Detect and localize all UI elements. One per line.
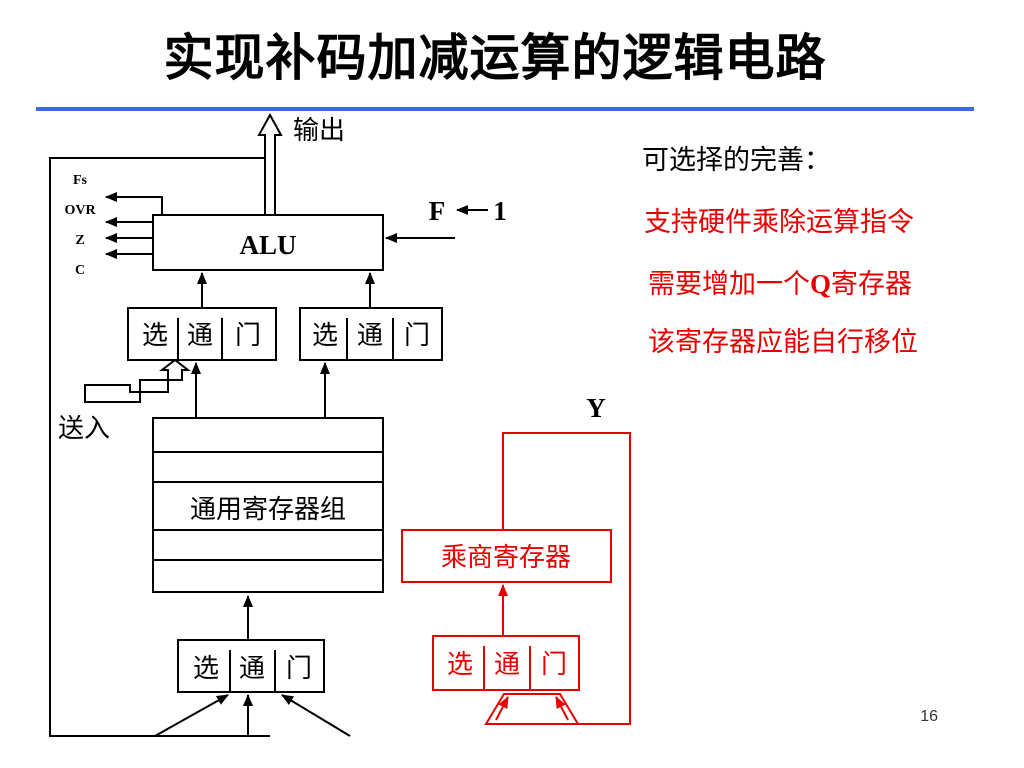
flag-z: Z xyxy=(75,233,84,248)
note-item-1: 支持硬件乘除运算指令 xyxy=(644,200,914,239)
send-in-label: 送入 xyxy=(58,414,110,444)
gate-cell-gate: 门 xyxy=(235,321,261,351)
gate-cell-gate: 门 xyxy=(404,321,430,351)
alu-label: ALU xyxy=(239,230,296,260)
title-underline xyxy=(36,107,974,111)
flag-fs-arrow xyxy=(105,192,163,215)
gate-cell-pass: 通 xyxy=(239,654,265,684)
gate-top-right: 选 通 门 xyxy=(299,307,443,361)
q-gate-input-left-arrow xyxy=(495,696,509,721)
note-item-1-text: 支持硬件乘除运算指令 xyxy=(644,207,914,238)
feedback-loop-wire xyxy=(49,157,270,737)
flag-fs: Fs xyxy=(73,173,88,188)
note-item-2-bold: Q xyxy=(810,269,832,299)
notes-heading: 可选择的完善： xyxy=(642,145,831,176)
gate-cell-pass: 通 xyxy=(357,321,383,351)
general-register-group: 通用寄存器组 xyxy=(152,417,384,593)
gate-cell-gate: 门 xyxy=(286,654,312,684)
output-arrow xyxy=(257,112,283,216)
gate-cell-select: 选 xyxy=(312,321,338,351)
note-item-2-suffix: 寄存器 xyxy=(831,269,913,300)
note-item-3-text: 该寄存器应能自行移位 xyxy=(648,327,918,358)
gate-cell-select: 选 xyxy=(193,654,219,684)
slide-title: 实现补码加减运算的逻辑电路 xyxy=(163,29,827,87)
gate-cell-select: 选 xyxy=(142,321,168,351)
q-feedback-loop xyxy=(502,432,631,725)
q-gate-input-trapezoid xyxy=(484,693,580,725)
q-gate-input-right-arrow xyxy=(555,696,569,721)
gate-cell-gate: 门 xyxy=(541,650,567,680)
mq-register-label: 乘商寄存器 xyxy=(441,543,571,573)
y-label: Y xyxy=(586,393,606,423)
note-item-3: 该寄存器应能自行移位 xyxy=(648,320,918,359)
register-group-label: 通用寄存器组 xyxy=(190,495,346,525)
f-value: 1 xyxy=(493,196,507,226)
page-number: 16 xyxy=(920,708,938,725)
gate-cell-select: 选 xyxy=(447,650,473,680)
gate-q: 选 通 门 xyxy=(432,635,580,691)
gate-cell-pass: 通 xyxy=(187,321,213,351)
mq-register-box xyxy=(401,529,612,583)
gate-bottom: 选 通 门 xyxy=(177,639,325,693)
flag-c: C xyxy=(75,263,85,278)
gate3-input-left-arrow xyxy=(154,694,229,737)
note-item-2-prefix: 需要增加一个 xyxy=(648,269,810,300)
gate-top-left: 选 通 门 xyxy=(127,307,277,361)
gate3-input-right-arrow xyxy=(281,694,351,737)
flag-ovr: OVR xyxy=(64,203,96,218)
send-in-arrow xyxy=(84,358,191,403)
output-label: 输出 xyxy=(293,116,345,146)
note-item-2: 需要增加一个Q寄存器 xyxy=(648,262,912,301)
f-label: F xyxy=(429,196,446,226)
alu-box xyxy=(152,214,384,271)
gate-cell-pass: 通 xyxy=(494,650,520,680)
